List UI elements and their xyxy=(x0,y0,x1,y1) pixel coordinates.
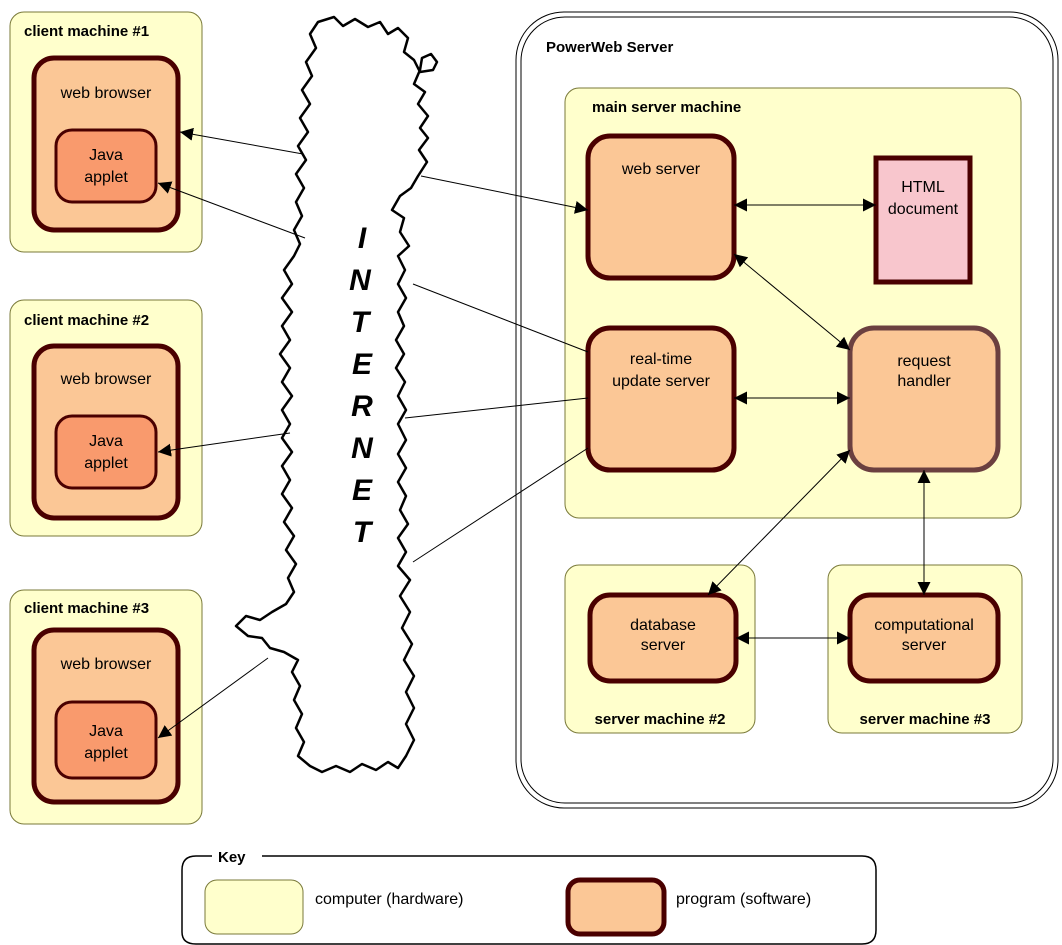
request-handler-line2: handler xyxy=(897,373,951,390)
internet-letter-6: N xyxy=(351,432,374,465)
line-rt-server-internet-b xyxy=(404,397,589,419)
computational-server-line1: computational xyxy=(874,617,974,634)
arrow-internet-to-applet-1 xyxy=(157,181,306,239)
line-rt-server-internet-a xyxy=(412,283,589,353)
key-legend: Key computer (hardware) program (softwar… xyxy=(181,849,877,945)
java-applet-3-line2: applet xyxy=(84,745,128,762)
server-machine-3-title: server machine #3 xyxy=(860,711,991,728)
web-browser-1-label: web browser xyxy=(60,85,152,102)
web-server xyxy=(585,133,737,281)
database-server-line2: server xyxy=(641,637,686,654)
java-applet-3-line1: Java xyxy=(89,723,123,740)
real-time-update-server xyxy=(585,325,737,473)
html-document-line1: HTML xyxy=(901,179,945,196)
web-browser-2-label: web browser xyxy=(60,371,152,388)
client-machine-3: client machine #3 web browser Java apple… xyxy=(9,589,203,825)
key-hardware-label: computer (hardware) xyxy=(315,891,464,908)
database-server-line1: database xyxy=(630,617,696,634)
internet-letter-3: T xyxy=(351,306,372,339)
java-applet-1-line1: Java xyxy=(89,147,123,164)
web-browser-3-label: web browser xyxy=(60,656,152,673)
java-applet-2-line1: Java xyxy=(89,433,123,450)
key-hardware-swatch xyxy=(204,879,304,935)
arrow-internet-to-applet-2 xyxy=(157,432,291,457)
real-time-update-server-line2: update server xyxy=(612,373,711,390)
powerweb-server-inner xyxy=(520,16,1054,804)
arrow-internet-to-browser-1 xyxy=(179,127,304,155)
request-handler-line1: request xyxy=(897,353,951,370)
line-rt-server-internet-c xyxy=(412,447,589,563)
java-applet-1-line2: applet xyxy=(84,169,128,186)
client-machine-3-title: client machine #3 xyxy=(24,600,149,617)
java-applet-2-line2: applet xyxy=(84,455,128,472)
client-machine-2: client machine #2 web browser Java apple… xyxy=(9,299,203,537)
java-applet-2 xyxy=(54,414,158,490)
internet-letter-8: T xyxy=(353,516,374,549)
java-applet-3 xyxy=(54,700,158,780)
computational-server-line2: server xyxy=(902,637,947,654)
key-border xyxy=(181,855,877,945)
arrow-web-server-request-handler xyxy=(733,253,851,351)
server-machine-2-title: server machine #2 xyxy=(595,711,726,728)
web-server-label: web server xyxy=(621,161,701,178)
html-document-line2: document xyxy=(888,201,959,218)
request-handler xyxy=(847,325,1001,473)
key-software-label: program (software) xyxy=(676,891,811,908)
main-server-machine-title: main server machine xyxy=(592,99,741,116)
client-machine-2-title: client machine #2 xyxy=(24,312,149,329)
key-software-swatch xyxy=(565,877,667,937)
java-applet-1 xyxy=(54,128,158,204)
internet-letter-7: E xyxy=(352,474,373,507)
html-document xyxy=(873,155,973,285)
internet-letter-1: I xyxy=(358,222,367,255)
client-machine-1-title: client machine #1 xyxy=(24,23,149,40)
key-title: Key xyxy=(218,849,246,866)
client-machine-1: client machine #1 web browser Java apple… xyxy=(9,11,203,253)
internet-cloud-shape xyxy=(234,15,439,774)
powerweb-server-title: PowerWeb Server xyxy=(546,39,673,56)
internet-letter-2: N xyxy=(349,264,372,297)
arrow-internet-to-applet-3 xyxy=(157,657,269,739)
real-time-update-server-line1: real-time xyxy=(630,351,692,368)
arrow-internet-to-web-server xyxy=(420,175,589,214)
internet-cloud: I N T E R N E T xyxy=(234,15,439,774)
connectors xyxy=(157,127,931,739)
internet-letter-5: R xyxy=(351,390,373,423)
arrow-request-handler-database xyxy=(707,449,851,596)
powerweb-server: PowerWeb Server main server machine web … xyxy=(515,11,1059,809)
internet-letter-4: E xyxy=(352,348,373,381)
